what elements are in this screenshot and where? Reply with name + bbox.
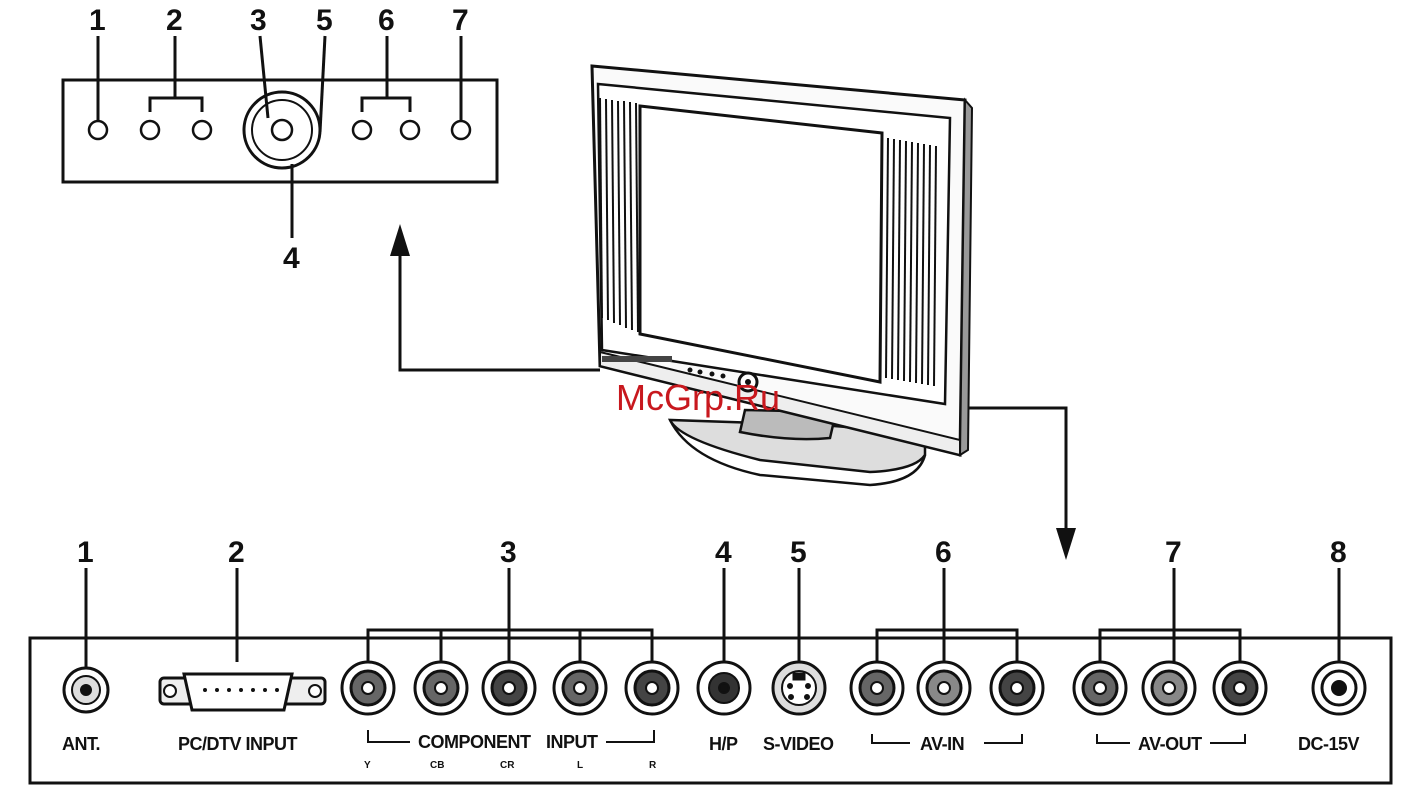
av-in-jack-3[interactable] [991, 662, 1043, 714]
av-out-jack-1[interactable] [1074, 662, 1126, 714]
front-callout-3: 3 [250, 4, 267, 37]
headphone-jack[interactable] [698, 662, 750, 714]
rear-callout-8: 8 [1330, 536, 1347, 569]
front-button-1[interactable] [89, 121, 107, 139]
label-hp: H/P [709, 734, 738, 754]
front-button-7[interactable] [452, 121, 470, 139]
label-component: COMPONENT [418, 732, 531, 752]
label-av-in: AV-IN [920, 734, 964, 754]
front-control-panel: 1 2 3 5 6 7 4 [63, 4, 497, 275]
av-out-jack-2[interactable] [1143, 662, 1195, 714]
sublabel-y: Y [364, 760, 371, 771]
front-callout-2: 2 [166, 4, 183, 37]
component-cb-jack[interactable] [415, 662, 467, 714]
component-y-jack[interactable] [342, 662, 394, 714]
av-in-jack-1[interactable] [851, 662, 903, 714]
rear-callouts: 1 2 3 4 5 6 7 8 [77, 536, 1347, 569]
label-av-out: AV-OUT [1138, 734, 1202, 754]
av-in-jack-2[interactable] [918, 662, 970, 714]
component-audio-l-jack[interactable] [554, 662, 606, 714]
component-audio-r-jack[interactable] [626, 662, 678, 714]
front-callout-4: 4 [283, 242, 300, 275]
watermark: McGrp.Ru [616, 377, 780, 418]
rear-callout-6: 6 [935, 536, 952, 569]
front-callout-6: 6 [378, 4, 395, 37]
s-video-jack[interactable] [773, 662, 825, 714]
component-cr-jack[interactable] [483, 662, 535, 714]
rear-callout-7: 7 [1165, 536, 1182, 569]
label-dc-15v: DC-15V [1298, 734, 1360, 754]
antenna-jack[interactable] [64, 668, 108, 712]
rear-callout-4: 4 [715, 536, 732, 569]
dc-power-jack[interactable] [1313, 662, 1365, 714]
front-callout-7: 7 [452, 4, 469, 37]
av-out-jack-3[interactable] [1214, 662, 1266, 714]
front-callout-1: 1 [89, 4, 106, 37]
front-button-2a[interactable] [141, 121, 159, 139]
front-button-6a[interactable] [353, 121, 371, 139]
sublabel-cb: CB [430, 760, 444, 771]
sublabel-cr: CR [500, 760, 515, 771]
label-input: INPUT [546, 732, 598, 752]
sublabel-l: L [577, 760, 583, 771]
rear-callout-2: 2 [228, 536, 245, 569]
sublabel-r: R [649, 760, 657, 771]
front-button-6b[interactable] [401, 121, 419, 139]
front-callout-5: 5 [316, 4, 333, 37]
rear-callout-5: 5 [790, 536, 807, 569]
label-pc-dtv-input: PC/DTV INPUT [178, 734, 298, 754]
arrow-to-rear-panel [968, 408, 1076, 560]
arrow-to-front-panel [390, 224, 600, 370]
tv-screen [640, 106, 882, 382]
rear-callout-3: 3 [500, 536, 517, 569]
front-button-2b[interactable] [193, 121, 211, 139]
rear-callout-1: 1 [77, 536, 94, 569]
label-s-video: S-VIDEO [763, 734, 834, 754]
label-ant: ANT. [62, 734, 100, 754]
rear-connector-panel: 1 2 3 4 5 6 7 8 [30, 536, 1391, 783]
pc-dtv-connector[interactable] [160, 674, 325, 710]
tv-illustration [592, 66, 972, 485]
